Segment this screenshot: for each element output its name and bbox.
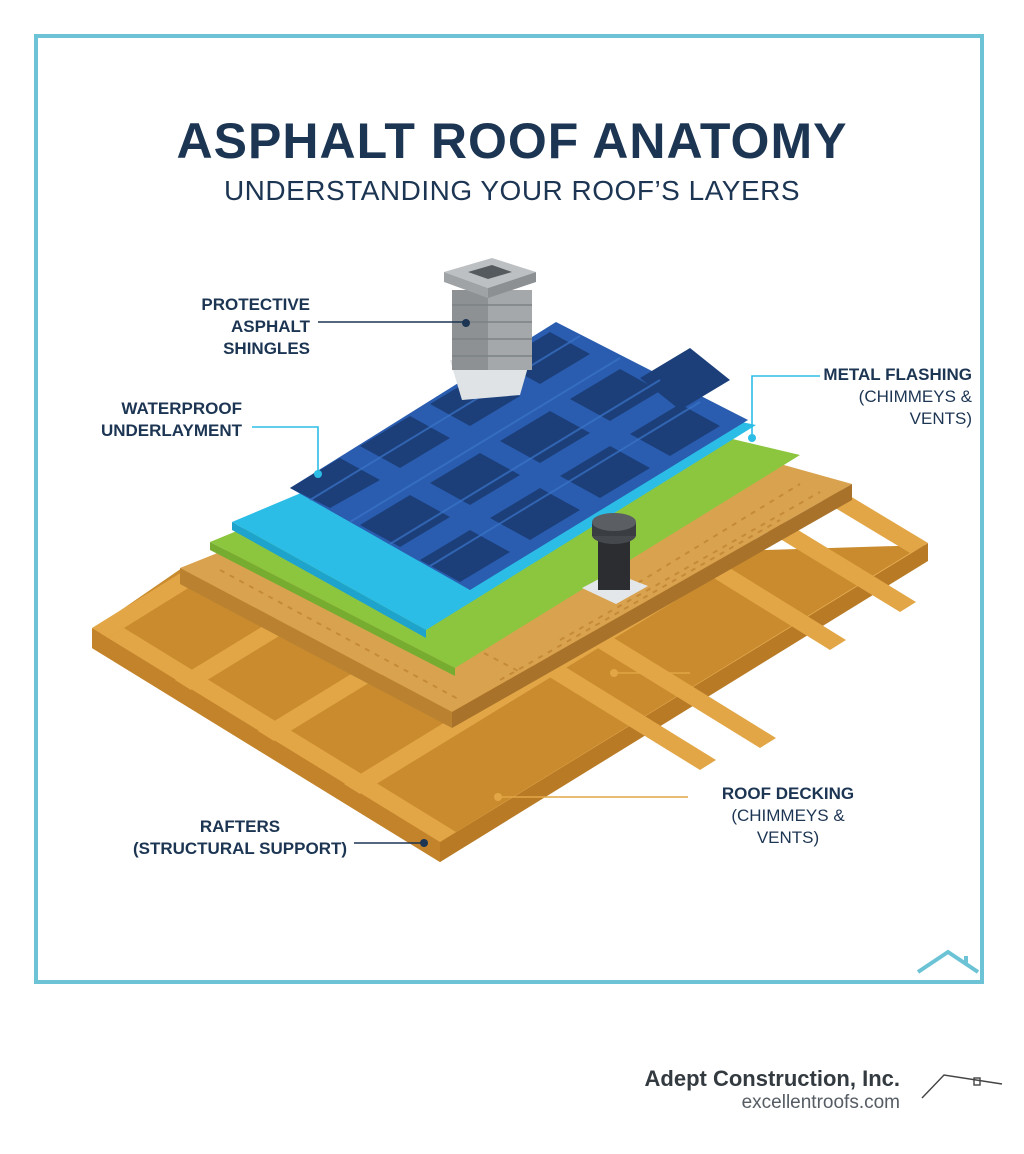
label-flashing-line1: METAL FLASHING (823, 365, 972, 384)
label-underlayment-line2: UNDERLAYMENT (100, 421, 242, 440)
label-rafters-line2: (STRUCTURAL SUPPORT) (132, 839, 348, 858)
company-website[interactable]: excellentroofs.com (741, 1092, 900, 1113)
roof-vent (582, 513, 648, 604)
chimney (444, 258, 536, 400)
label-flashing-line2: (CHIMMEYS & VENTS) (858, 387, 972, 428)
page-title: ASPHALT ROOF ANATOMY (176, 113, 848, 169)
company-name: Adept Construction, Inc. (644, 1066, 900, 1091)
border-frame (34, 34, 984, 984)
label-shingles: PROTECTIVE ASPHALT SHINGLES (140, 294, 310, 360)
label-flashing: METAL FLASHING (CHIMMEYS & VENTS) (800, 364, 972, 430)
label-shingles-line2: ASPHALT SHINGLES (223, 317, 310, 358)
leader-lines (252, 319, 820, 847)
label-decking: ROOF DECKING (CHIMMEYS & VENTS) (700, 783, 876, 849)
footer-brand: Adept Construction, Inc. excellentroofs.… (645, 1066, 900, 1114)
roof-logo-icon (921, 1074, 1003, 1099)
label-rafters: RAFTERS (STRUCTURAL SUPPORT) (130, 816, 350, 860)
page-subtitle: UNDERSTANDING YOUR ROOF’S LAYERS (223, 175, 801, 206)
label-underlayment: WATERPROOF UNDERLAYMENT (90, 398, 242, 442)
label-decking-line1: ROOF DECKING (721, 784, 855, 803)
asphalt-shingles (290, 322, 748, 590)
label-shingles-line1: PROTECTIVE (201, 295, 310, 314)
label-rafters-line1: RAFTERS (199, 817, 281, 836)
label-underlayment-line1: WATERPROOF (121, 399, 242, 418)
label-decking-line2: (CHIMMEYS & VENTS) (731, 806, 845, 847)
house-outline-icon (916, 949, 980, 974)
